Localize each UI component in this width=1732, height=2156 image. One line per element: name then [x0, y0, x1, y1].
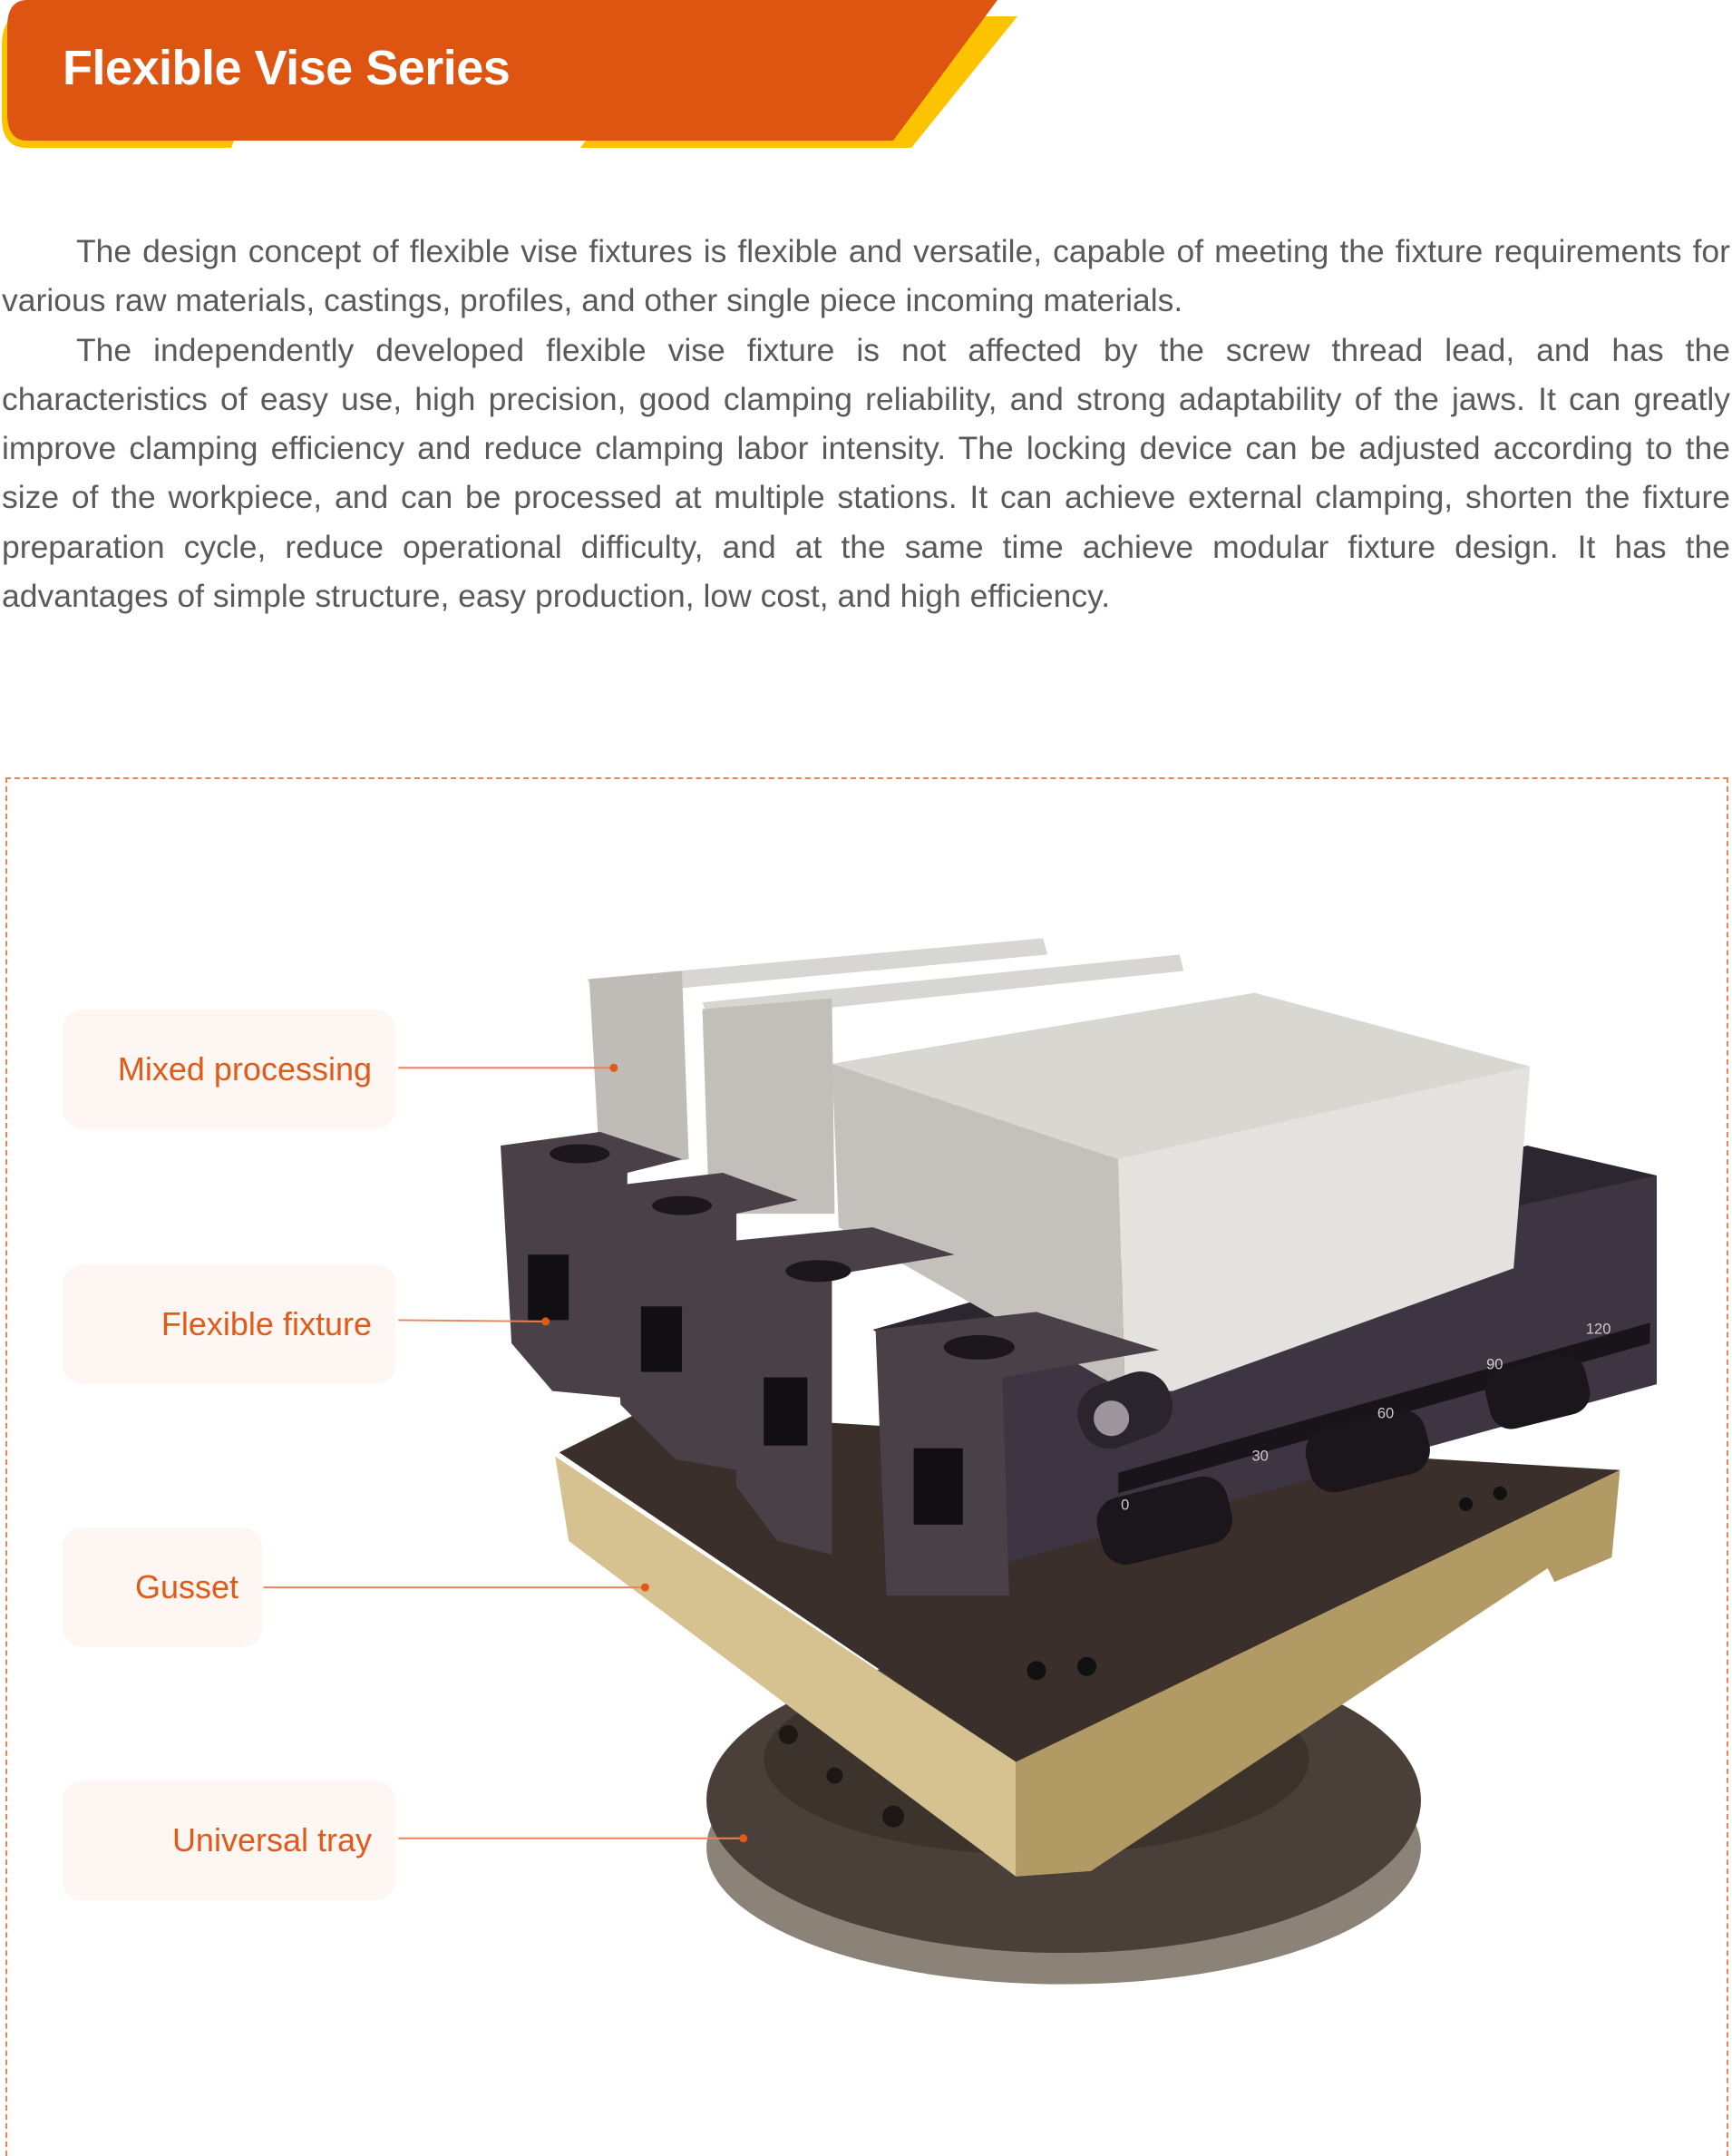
scale-mark: 90	[1486, 1356, 1503, 1373]
workpiece-blocks-shape	[586, 938, 1531, 1391]
label-universal-tray: Universal tray	[63, 1780, 395, 1900]
scale-mark: 0	[1121, 1496, 1129, 1513]
callout-dot	[609, 1063, 618, 1072]
intro-paragraph: The design concept of flexible vise fixt…	[2, 233, 1730, 319]
callout-dot	[640, 1583, 649, 1592]
callout-line	[398, 1319, 546, 1322]
label-flexible-fixture: Flexible fixture	[63, 1264, 395, 1384]
callout-dot	[739, 1834, 748, 1843]
diagram-frame	[5, 777, 1728, 2156]
section-banner: Flexible Vise Series	[0, 0, 1025, 150]
scale-mark: 30	[1251, 1447, 1268, 1464]
label-mixed-processing: Mixed processing	[63, 1010, 395, 1129]
label-gusset: Gusset	[63, 1527, 262, 1647]
scale-mark: 60	[1377, 1405, 1394, 1422]
scale-mark: 120	[1586, 1320, 1611, 1337]
intro-paragraph: The independently developed flexible vis…	[2, 331, 1730, 615]
page-title: Flexible Vise Series	[63, 41, 511, 95]
banner-shape	[2, 0, 1017, 148]
callout-dot	[541, 1317, 550, 1326]
intro-text: The design concept of flexible vise fixt…	[2, 227, 1730, 620]
flexible-fixture-jaws-shape	[501, 1131, 1173, 1596]
